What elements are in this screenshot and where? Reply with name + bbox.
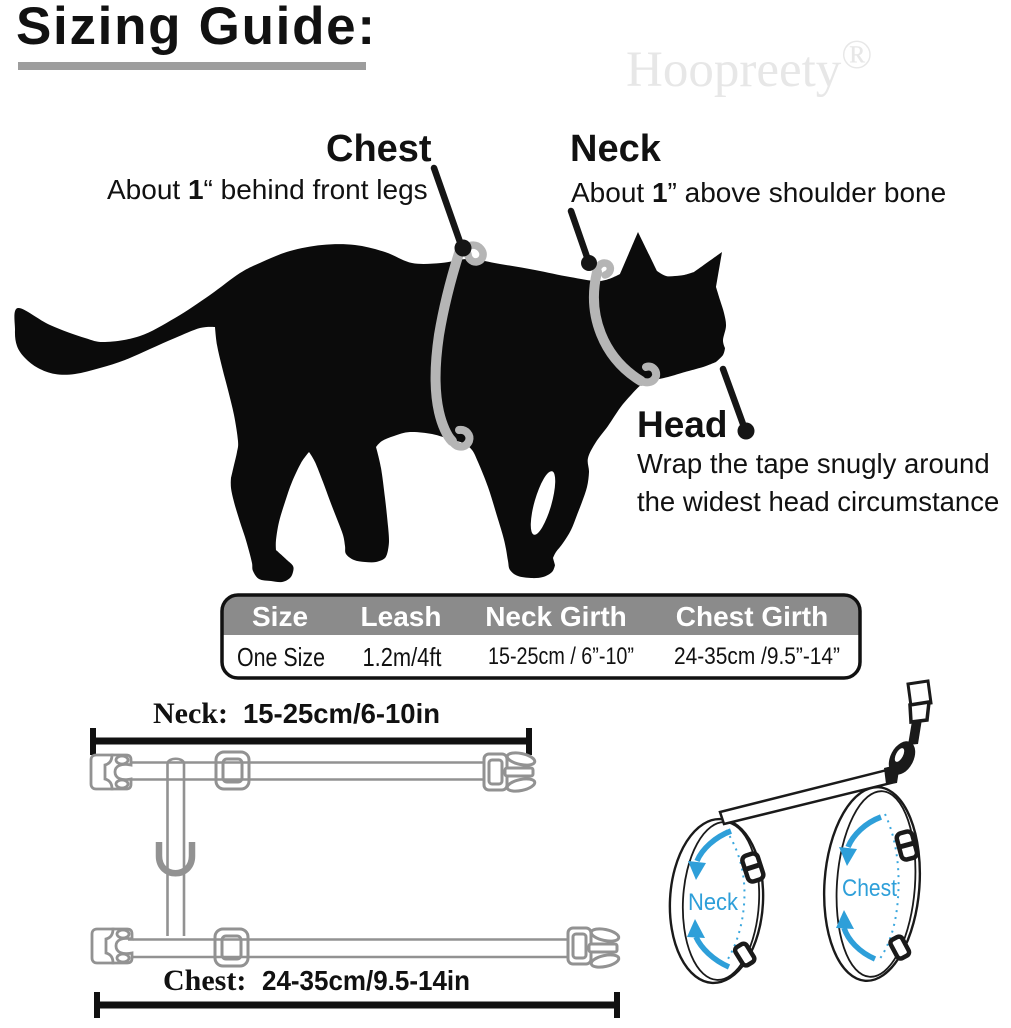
svg-text:Hoopreety®: Hoopreety® xyxy=(626,31,872,98)
svg-text:Sizing Guide:: Sizing Guide: xyxy=(16,0,377,56)
svg-text:24-35cm /9.5”-14”: 24-35cm /9.5”-14” xyxy=(674,643,840,670)
svg-text:15-25cm/6-10in: 15-25cm/6-10in xyxy=(243,698,440,729)
svg-text:the widest head circumstance: the widest head circumstance xyxy=(637,486,999,517)
svg-text:Neck Girth: Neck Girth xyxy=(485,601,627,632)
svg-text:Neck:: Neck: xyxy=(153,697,228,730)
svg-text:Size: Size xyxy=(252,601,308,632)
svg-text:1.2m/4ft: 1.2m/4ft xyxy=(363,642,443,672)
svg-text:Chest: Chest xyxy=(842,875,897,902)
svg-text:One Size: One Size xyxy=(237,642,325,672)
svg-text:Neck: Neck xyxy=(570,128,662,170)
svg-text:15-25cm / 6”-10”: 15-25cm / 6”-10” xyxy=(488,643,634,670)
svg-text:24-35cm/9.5-14in: 24-35cm/9.5-14in xyxy=(262,965,470,996)
svg-text:Chest Girth: Chest Girth xyxy=(676,601,828,632)
svg-text:Leash: Leash xyxy=(361,601,442,632)
svg-text:Head: Head xyxy=(637,404,727,445)
svg-text:Chest:: Chest: xyxy=(163,964,246,997)
svg-text:About 1” above shoulder bone: About 1” above shoulder bone xyxy=(571,177,946,208)
svg-text:About 1“ behind front legs: About 1“ behind front legs xyxy=(107,174,428,205)
svg-text:Chest: Chest xyxy=(326,128,432,170)
svg-text:Neck: Neck xyxy=(688,889,739,916)
svg-text:Wrap the tape snugly around: Wrap the tape snugly around xyxy=(637,448,990,479)
